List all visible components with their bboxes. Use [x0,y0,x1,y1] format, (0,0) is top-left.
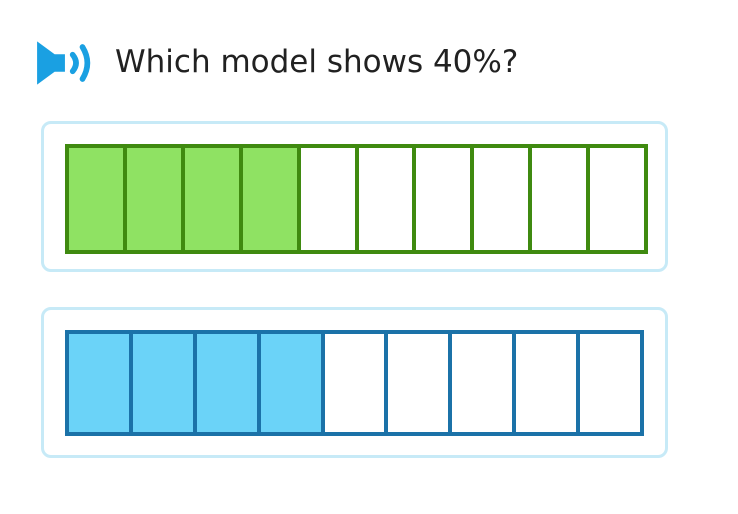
strip-cell [242,148,301,250]
strip-cell [388,334,453,432]
fraction-strip-ninths [65,330,644,436]
answer-option-model-ninths[interactable] [41,307,668,458]
question-text: Which model shows 40%? [115,43,519,80]
speaker-icon[interactable] [34,38,100,88]
strip-cell [516,334,581,432]
strip-cell [474,148,533,250]
fraction-strip-tenths [65,144,648,254]
strip-cell [416,148,475,250]
strip-cell [196,334,261,432]
strip-cell [260,334,325,432]
question-header: Which model shows 40%? [34,38,518,88]
strip-cell [126,148,185,250]
strip-cell [184,148,243,250]
strip-cell [324,334,389,432]
strip-cell [69,148,127,250]
strip-cell [580,334,641,432]
strip-cell [358,148,417,250]
strip-cell [532,148,591,250]
strip-cell [300,148,359,250]
strip-cell [590,148,645,250]
strip-cell [69,334,133,432]
strip-cell [132,334,197,432]
speaker-horn [37,41,65,85]
strip-cell [452,334,517,432]
answer-option-model-tenths[interactable] [41,121,668,272]
